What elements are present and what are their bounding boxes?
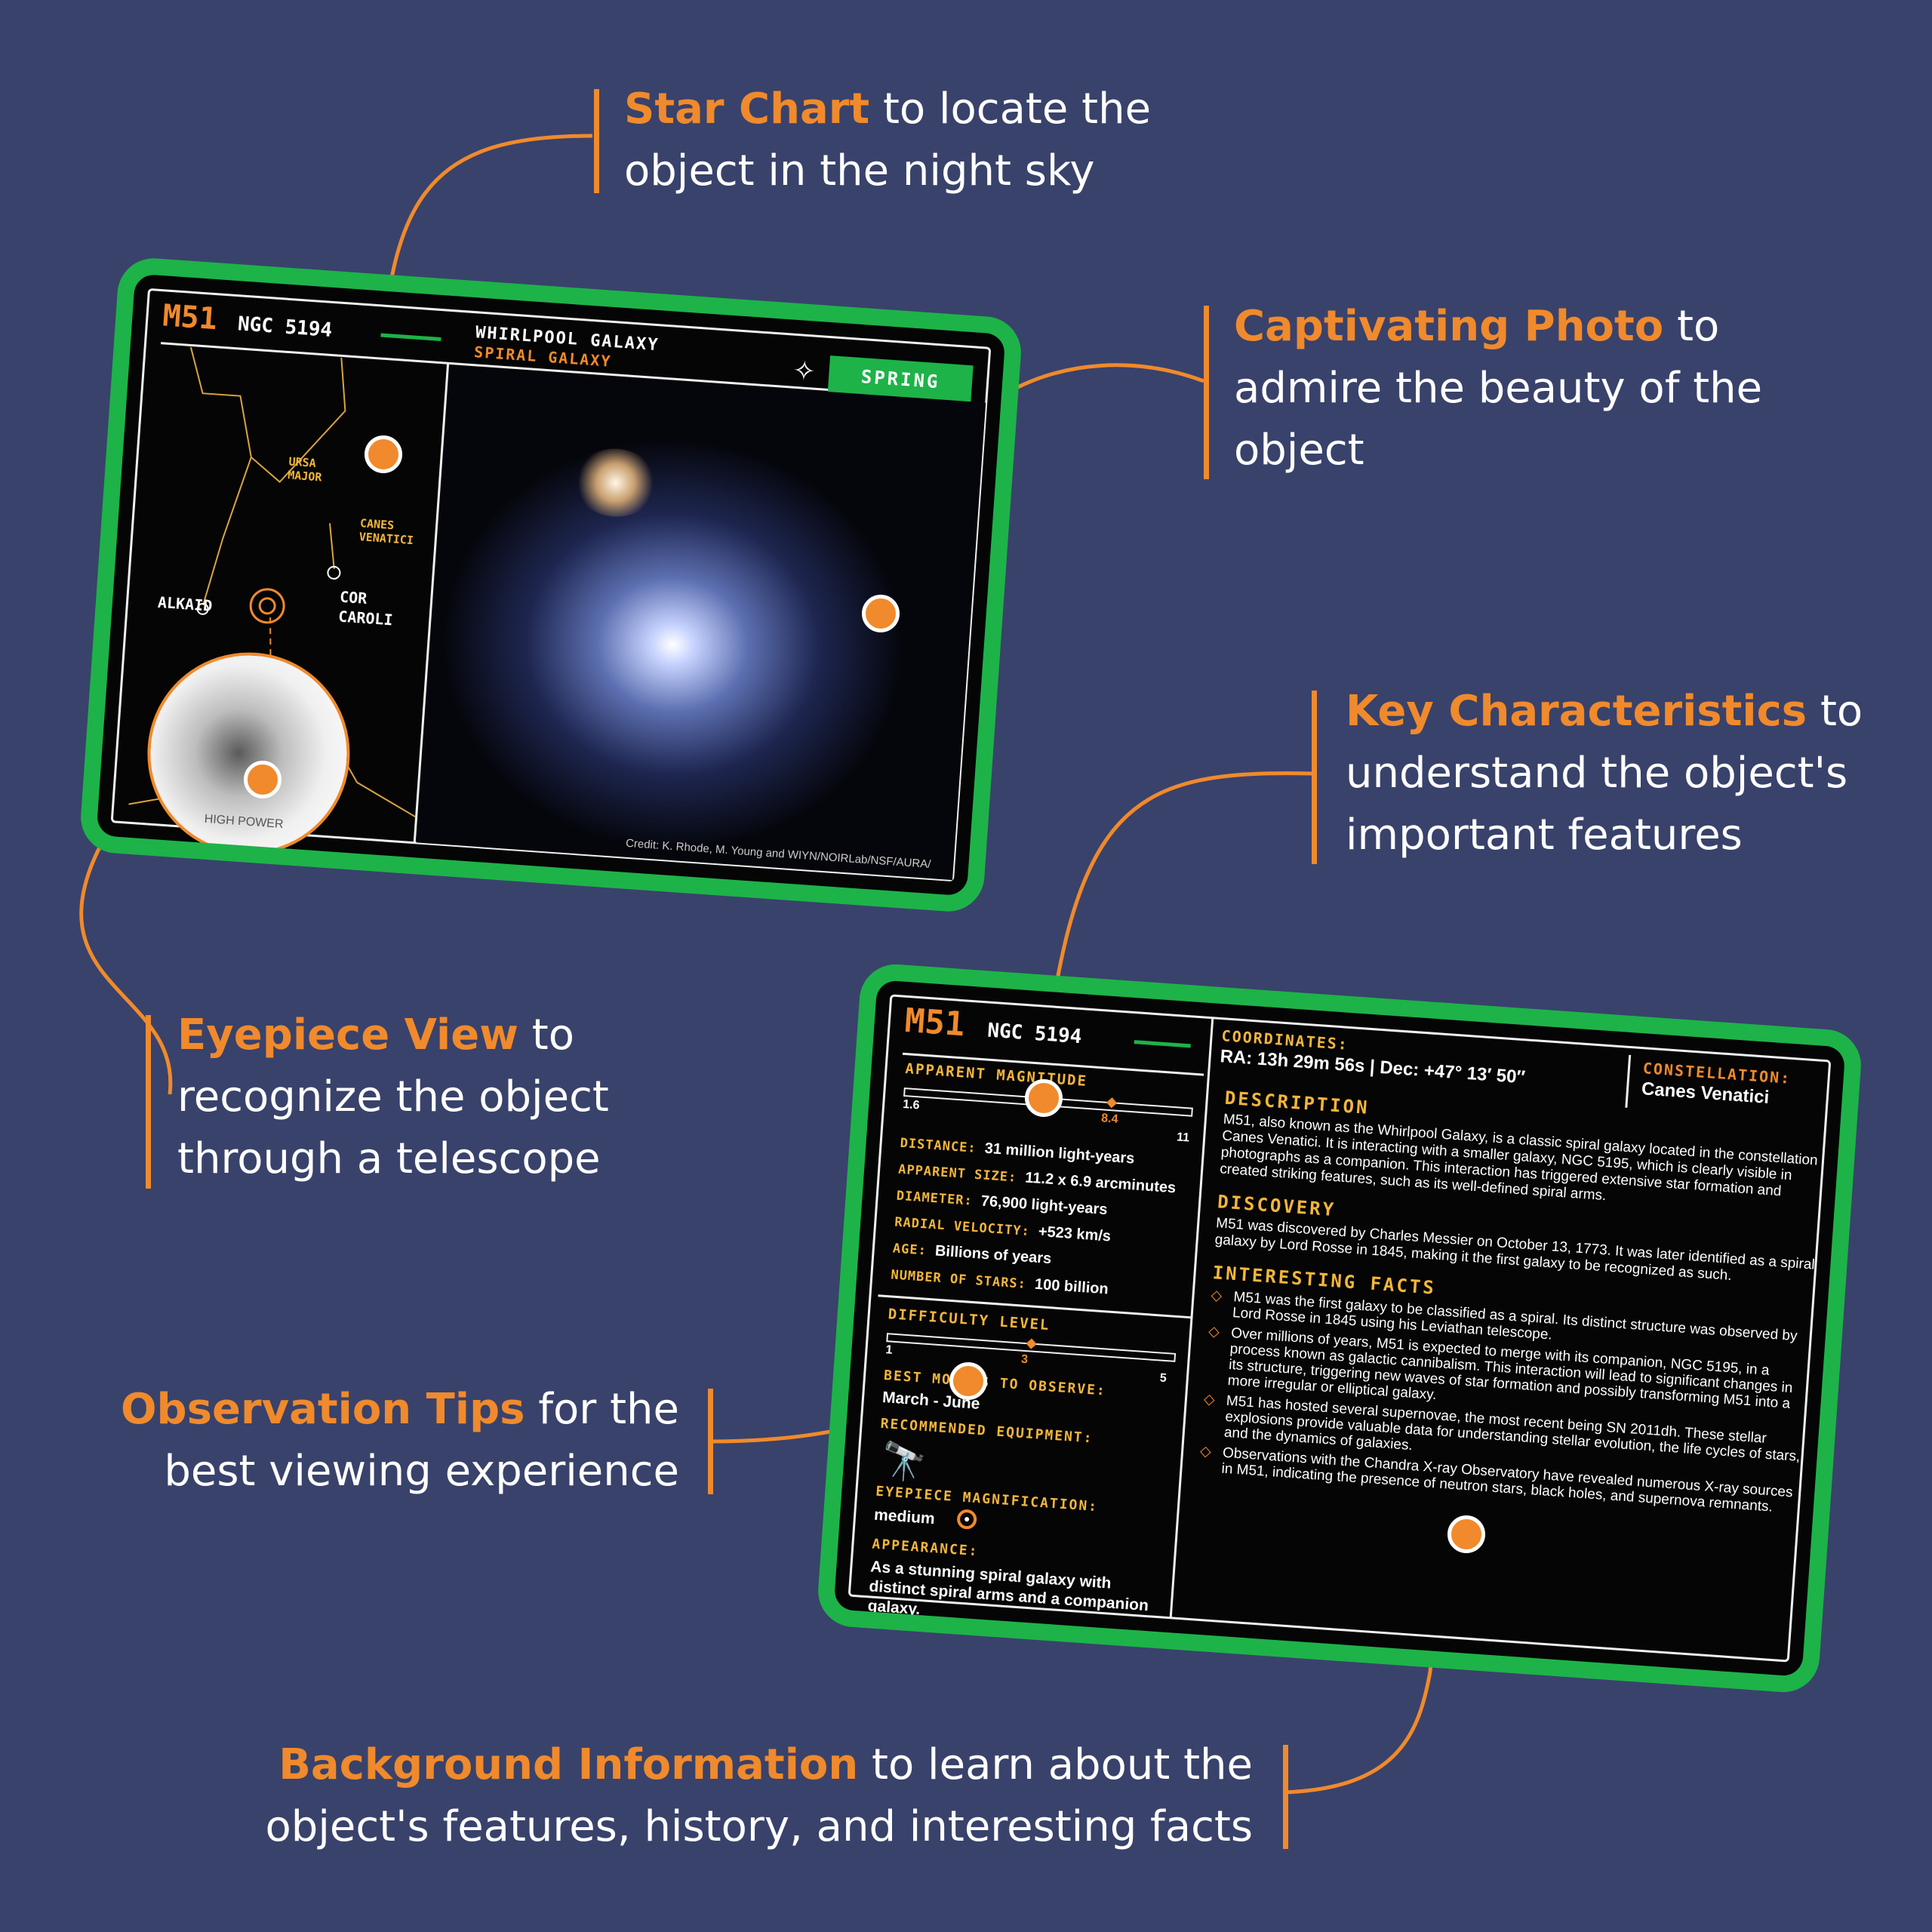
callout-text: to	[1663, 302, 1720, 351]
callout-text: best viewing experience	[164, 1447, 679, 1496]
stat-value: Billions of years	[934, 1242, 1052, 1268]
callout-bar	[708, 1389, 713, 1494]
callout-dot	[862, 595, 900, 632]
callout-text: for the	[525, 1385, 679, 1434]
callout-dot	[1025, 1079, 1063, 1117]
callout-dot	[365, 435, 402, 473]
difficulty-max: 5	[1159, 1371, 1168, 1386]
callout-bar	[1312, 691, 1317, 864]
stat-value: 100 billion	[1034, 1275, 1109, 1298]
callout-photo: Captivating Photo to admire the beauty o…	[1234, 296, 1762, 481]
callout-bar	[594, 89, 599, 193]
callout-highlight: Captivating Photo	[1234, 302, 1664, 351]
telescope-icon: 🔭	[880, 1441, 928, 1484]
callout-background: Background Information to learn about th…	[266, 1734, 1253, 1858]
canes-venatici-line	[328, 523, 335, 570]
ursa-major-lines	[189, 346, 346, 483]
callout-text: object	[1234, 426, 1364, 475]
callout-star-chart: Star Chart to locate the object in the n…	[624, 78, 1151, 202]
difficulty-value: 3	[1020, 1352, 1029, 1367]
back-card-inner: M51 NGC 5194 COORDINATES: RA: 13h 29m 56…	[833, 980, 1846, 1677]
target-marker-icon	[249, 588, 285, 624]
front-card: M51 NGC 5194 WHIRLPOOL GALAXY SPIRAL GAL…	[78, 256, 1024, 914]
callout-key: Key Characteristics to understand the ob…	[1346, 681, 1863, 866]
callout-text: through a telescope	[177, 1134, 601, 1183]
callout-highlight: Observation Tips	[120, 1385, 525, 1434]
callout-highlight: Key Characteristics	[1346, 687, 1807, 736]
object-id: M51	[903, 1001, 967, 1044]
label-alkaid: ALKAID	[157, 592, 214, 615]
callout-bar	[146, 1015, 151, 1189]
stat-label: AGE:	[892, 1241, 936, 1260]
callout-bar	[1283, 1745, 1288, 1849]
callout-text: understand the object's	[1346, 749, 1848, 798]
galaxy-photo: Credit: K. Rhode, M. Young and WIYN/NOIR…	[416, 365, 986, 881]
diamond-bullet-icon: ◇	[1203, 1391, 1216, 1408]
callout-text: to	[1807, 687, 1863, 736]
stat-value: 76,900 light-years	[980, 1192, 1109, 1219]
target-marker-icon	[258, 597, 276, 615]
cor-caroli-star	[327, 565, 341, 580]
callout-text: important features	[1346, 811, 1743, 860]
stat-value: +523 km/s	[1038, 1223, 1112, 1245]
magnitude-max: 11	[1176, 1131, 1190, 1145]
difficulty-min: 1	[884, 1343, 894, 1357]
compass-icon: ✧	[792, 354, 817, 387]
locator-line	[269, 617, 272, 716]
diamond-bullet-icon: ◇	[1208, 1323, 1220, 1340]
ursa-major-lines	[202, 457, 252, 606]
object-id: M51	[162, 298, 219, 337]
callout-text: to	[518, 1011, 574, 1060]
callout-dot	[949, 1362, 987, 1400]
stat-label: DIAMETER:	[896, 1188, 982, 1210]
callout-dot	[1447, 1515, 1485, 1553]
callout-tips: Observation Tips for the best viewing ex…	[121, 1379, 679, 1503]
alkaid-star	[196, 602, 209, 615]
callout-text: admire the beauty of the	[1234, 364, 1763, 413]
magnitude-value: 8.4	[1100, 1112, 1119, 1126]
callout-highlight: Background Information	[278, 1740, 859, 1789]
diamond-bullet-icon: ◇	[1210, 1287, 1223, 1305]
magnitude-min: 1.6	[902, 1097, 921, 1112]
companion-galaxy	[571, 445, 660, 520]
callout-text: recognize the object	[177, 1072, 609, 1121]
front-card-inner: M51 NGC 5194 WHIRLPOOL GALAXY SPIRAL GAL…	[96, 273, 1006, 897]
back-card: M51 NGC 5194 COORDINATES: RA: 13h 29m 56…	[815, 961, 1864, 1695]
callout-text: to learn about the	[858, 1740, 1253, 1789]
stat-label: APPARENT SIZE:	[897, 1161, 1026, 1186]
callout-dot	[244, 761, 281, 798]
callout-text: object's features, history, and interest…	[265, 1802, 1253, 1851]
callout-eyepiece: Eyepiece View to recognize the object th…	[177, 1004, 609, 1190]
callout-text: object in the night sky	[624, 146, 1095, 195]
stat-label: DISTANCE:	[899, 1135, 986, 1157]
photo-credit: Credit: K. Rhode, M. Young and WIYN/NOIR…	[625, 836, 931, 871]
diamond-bullet-icon: ◇	[1199, 1443, 1212, 1460]
callout-text: to locate the	[869, 85, 1152, 134]
callout-highlight: Star Chart	[624, 85, 870, 134]
background-info: DESCRIPTION M51, also known as the Whirl…	[1198, 1088, 1828, 1518]
callout-highlight: Eyepiece View	[177, 1011, 518, 1060]
callout-bar	[1204, 306, 1209, 479]
stat-label: NUMBER OF STARS:	[890, 1267, 1035, 1293]
